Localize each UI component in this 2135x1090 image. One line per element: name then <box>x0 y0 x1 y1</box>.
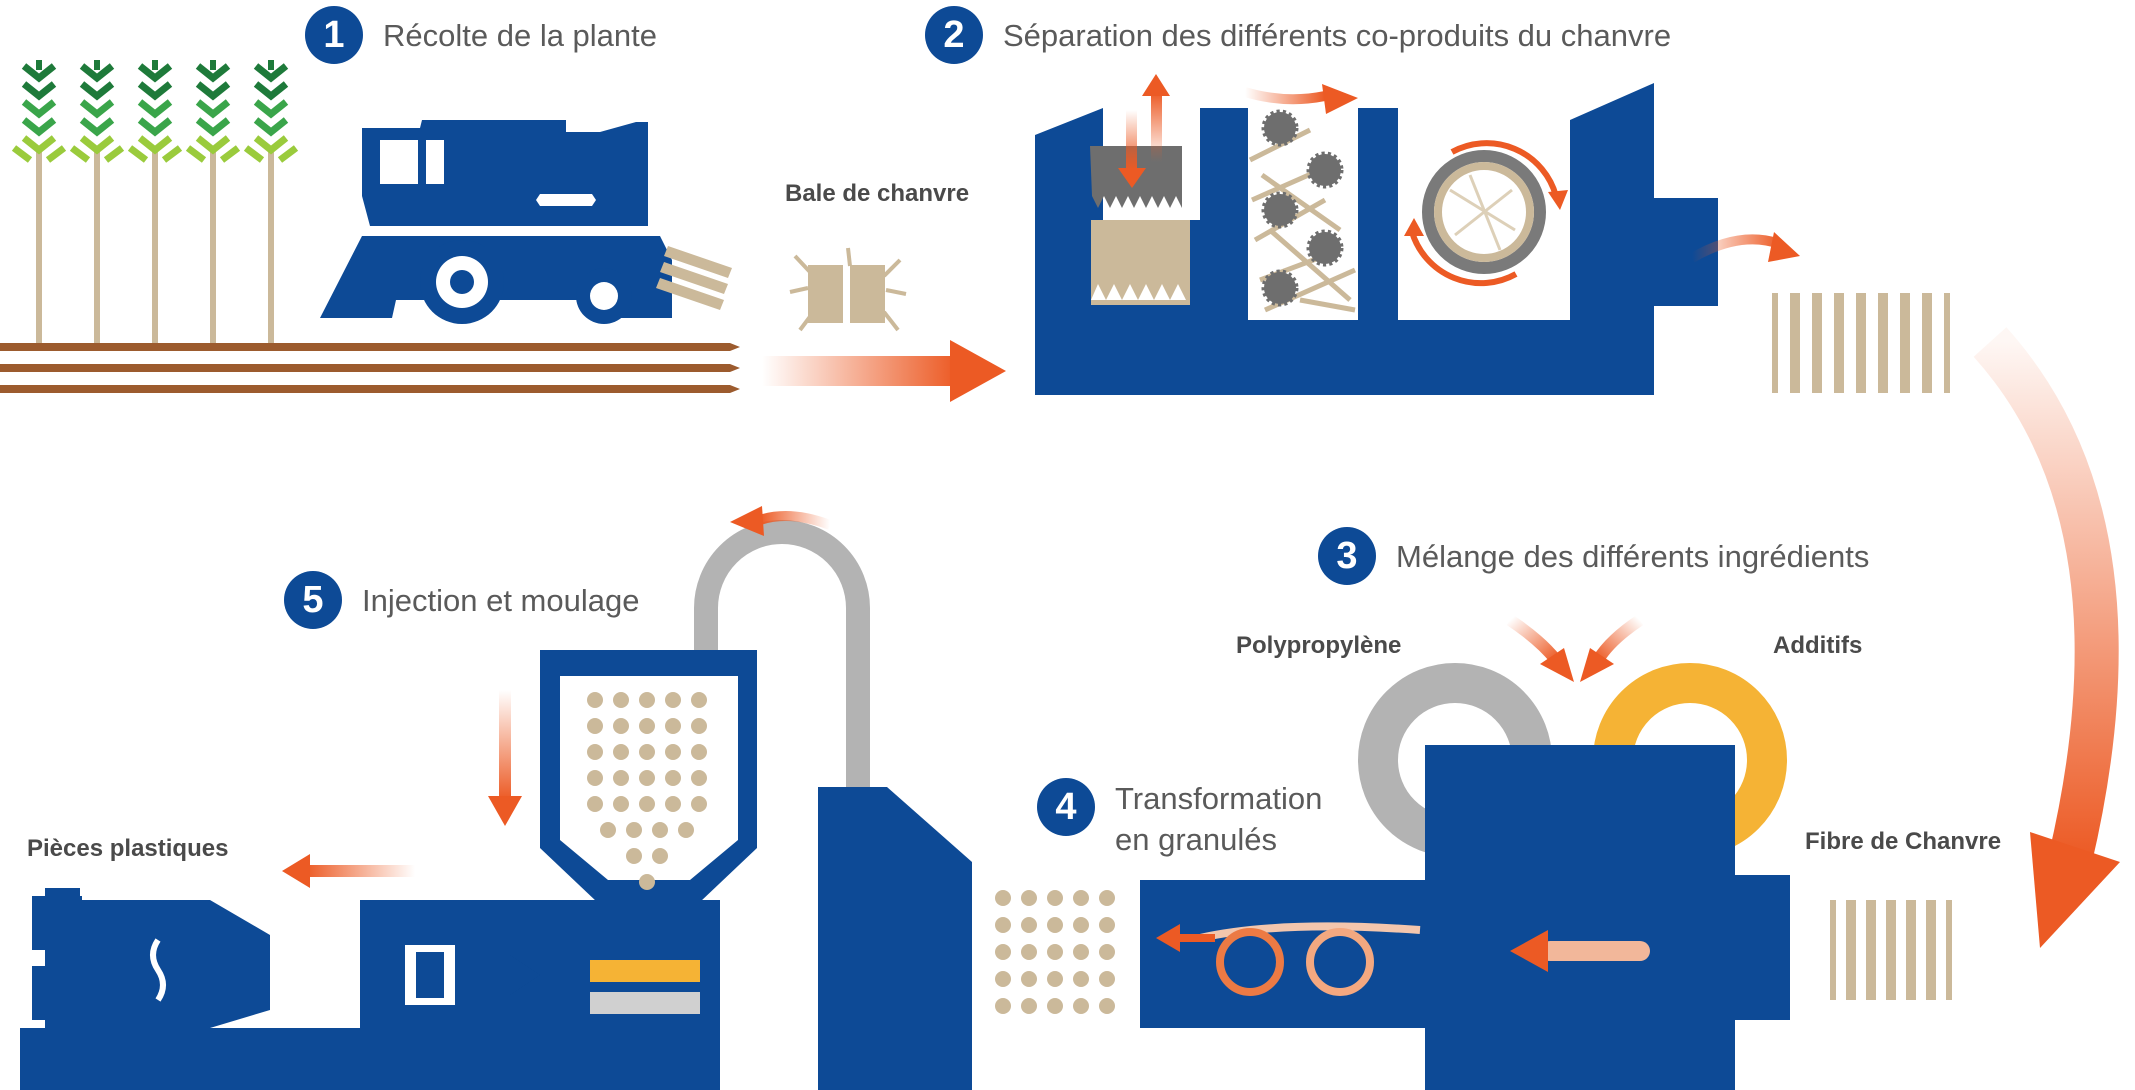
granule <box>1073 890 1089 906</box>
step-3-title: Mélange des différents ingrédients <box>1396 538 1870 574</box>
hopper-granule <box>613 796 629 812</box>
granule <box>1021 944 1037 960</box>
mixer-flow-arrow <box>1510 930 1650 972</box>
hemp-fiber-label: Fibre de Chanvre <box>1805 828 2002 855</box>
polypropylene-label: Polypropylène <box>1236 632 1402 659</box>
granule <box>1047 971 1063 987</box>
hopper-granule <box>587 718 603 734</box>
granule <box>995 890 1011 906</box>
hopper-granule <box>613 744 629 760</box>
separator-machine-icon <box>1035 74 1800 395</box>
step-4-title: Transformation en granulés <box>1095 778 1322 860</box>
step-2-title: Séparation des différents co-produits du… <box>1003 17 1672 53</box>
field-soil <box>0 343 740 393</box>
step-4-badge: 4 <box>1037 778 1095 836</box>
step-4-title-line2: en granulés <box>1115 822 1278 857</box>
granule <box>1047 944 1063 960</box>
hopper-granule <box>691 718 707 734</box>
hopper-granule <box>665 718 681 734</box>
combine-harvester-icon <box>320 120 732 324</box>
granule <box>1021 890 1037 906</box>
granule <box>1073 944 1089 960</box>
hopper-granule <box>665 770 681 786</box>
step-3-badge: 3 <box>1318 527 1376 585</box>
step-1: 1 Récolte de la plante <box>305 6 657 64</box>
hopper-granule <box>587 744 603 760</box>
granule <box>995 944 1011 960</box>
hopper-granule <box>665 692 681 708</box>
granule <box>1021 971 1037 987</box>
step-4-title-line1: Transformation <box>1115 781 1323 816</box>
extruder-icon <box>1156 922 1421 996</box>
step-2-badge: 2 <box>925 6 983 64</box>
granule <box>1099 890 1115 906</box>
hopper-granule <box>639 770 655 786</box>
granule <box>995 917 1011 933</box>
wheat-plant-icon <box>11 60 296 343</box>
hopper-granule <box>665 744 681 760</box>
step-2: 2 Séparation des différents co-produits … <box>925 6 1671 64</box>
hemp-bale-icon <box>789 247 907 332</box>
granule <box>1047 890 1063 906</box>
feed-pipe <box>694 506 870 800</box>
injection-machine-icon <box>20 787 972 1090</box>
hopper-granule <box>691 796 707 812</box>
step-5-badge: 5 <box>284 571 342 629</box>
hopper-granule <box>691 770 707 786</box>
granule <box>1099 944 1115 960</box>
granule <box>995 998 1011 1014</box>
hopper-granule <box>639 718 655 734</box>
hopper-granule <box>665 796 681 812</box>
ingredient-arrows <box>1506 615 1644 682</box>
granule <box>1047 998 1063 1014</box>
hopper-granule <box>587 796 603 812</box>
hopper-granule <box>587 770 603 786</box>
granules-icon <box>995 890 1115 1014</box>
hopper-granule <box>626 848 642 864</box>
granule <box>1099 998 1115 1014</box>
step-5-title: Injection et moulage <box>362 582 640 618</box>
hopper-granule <box>613 692 629 708</box>
granule <box>1021 917 1037 933</box>
hopper-granule <box>652 822 668 838</box>
granule <box>1047 917 1063 933</box>
granule <box>1021 998 1037 1014</box>
hopper-granule <box>613 770 629 786</box>
granule <box>1073 917 1089 933</box>
hopper-granule <box>639 796 655 812</box>
fiber-bundle-icon <box>1772 293 1950 393</box>
hopper-granule <box>652 848 668 864</box>
granule <box>995 971 1011 987</box>
hopper-granule <box>639 692 655 708</box>
arrow-fiber-to-mixer <box>1973 327 2120 948</box>
mixer-machine-icon <box>1140 745 1790 1090</box>
arrow-bale-to-separator <box>762 340 1006 402</box>
granule <box>1073 971 1089 987</box>
hopper-granule <box>691 744 707 760</box>
step-1-badge: 1 <box>305 6 363 64</box>
hopper-granule <box>639 874 655 890</box>
hopper-granule <box>639 744 655 760</box>
step-1-title: Récolte de la plante <box>383 17 658 53</box>
granule <box>1099 971 1115 987</box>
injection-arrows <box>282 690 522 888</box>
granule <box>1073 998 1089 1014</box>
additives-label: Additifs <box>1773 632 1863 659</box>
bale-label: Bale de chanvre <box>785 180 970 207</box>
step-3: 3 Mélange des différents ingrédients <box>1318 527 1869 585</box>
hopper-granule <box>613 718 629 734</box>
step-5: 5 Injection et moulage <box>284 571 639 629</box>
hopper-granule <box>587 692 603 708</box>
hopper-granule <box>626 822 642 838</box>
hopper-granule <box>691 692 707 708</box>
plastic-parts-label: Pièces plastiques <box>27 835 229 862</box>
hopper-granule <box>678 822 694 838</box>
hopper-icon <box>540 650 757 902</box>
granule <box>1099 917 1115 933</box>
hopper-granule <box>600 822 616 838</box>
fiber-feed-icon <box>1830 900 1952 1000</box>
step-4: 4 Transformation en granulés <box>1037 778 1322 860</box>
